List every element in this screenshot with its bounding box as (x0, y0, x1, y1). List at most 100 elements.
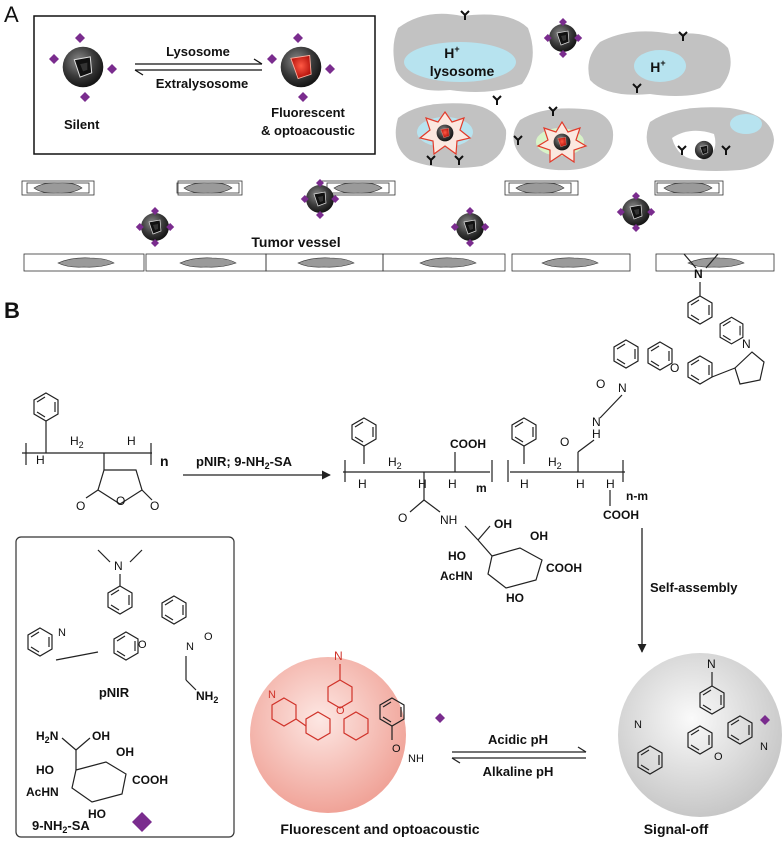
svg-text:H2: H2 (548, 455, 562, 471)
silent-label: Silent (64, 117, 100, 132)
svg-text:H: H (36, 453, 45, 467)
svg-text:H2N: H2N (36, 729, 58, 745)
svg-text:HO: HO (448, 549, 466, 563)
svg-text:H: H (448, 477, 457, 491)
svg-text:N: N (114, 559, 123, 573)
lysosome-label: lysosome (430, 63, 495, 79)
svg-text:O: O (714, 751, 723, 763)
svg-text:O: O (670, 361, 679, 375)
svg-text:O: O (204, 631, 213, 643)
polymer-n-label: n (160, 453, 169, 469)
sa-marker-icon (435, 713, 445, 723)
closed-form-molecule: N O N N (634, 657, 768, 775)
svg-text:O: O (560, 435, 569, 449)
vessel-wall-bottom (23, 253, 775, 272)
svg-text:AcHN: AcHN (26, 785, 59, 799)
svg-text:H: H (418, 477, 427, 491)
extralysosome-arrow-label: Extralysosome (156, 76, 249, 91)
receptor-icon (492, 95, 502, 106)
svg-text:AcHN: AcHN (440, 569, 473, 583)
fluorescent-sphere (250, 657, 406, 813)
product-polymer: H H2 H O NH H COOH m H H2 H O H N H COOH… (343, 394, 648, 527)
svg-text:OH: OH (530, 529, 548, 543)
svg-text:H: H (592, 427, 601, 441)
svg-text:COOH: COOH (450, 437, 486, 451)
tumor-cell-1: H+ lysosome (393, 13, 533, 92)
legend-sa-structure: H2N OH HO AcHN HO OH COOH (26, 729, 168, 821)
svg-text:COOH: COOH (132, 773, 168, 787)
tumor-cell-5 (646, 107, 774, 171)
svg-text:O: O (138, 639, 147, 651)
svg-text:COOH: COOH (546, 561, 582, 575)
proton-label-2: H+ (650, 58, 665, 75)
legend-diamond-icon (132, 812, 152, 832)
fluorescent-state-label: Fluorescent and optoacoustic (280, 821, 479, 837)
polymer-m-label: m (476, 481, 487, 495)
tumor-cell-2: H+ (588, 31, 731, 97)
svg-text:N: N (186, 641, 194, 653)
alkaline-label: Alkaline pH (483, 764, 554, 779)
vessel-wall-top (21, 180, 724, 196)
svg-text:O: O (150, 499, 159, 513)
legend-sa-label: 9-NH2-SA (32, 818, 90, 835)
svg-text:H: H (606, 477, 615, 491)
svg-text:NH: NH (408, 753, 424, 765)
svg-text:OH: OH (92, 729, 110, 743)
signal-off-label: Signal-off (644, 821, 709, 837)
svg-text:COOH: COOH (603, 508, 639, 522)
polymer-nm-label: n-m (626, 489, 648, 503)
svg-text:O: O (76, 499, 85, 513)
starting-polymer: H H2 H O O O n (22, 392, 169, 513)
svg-text:N: N (742, 337, 751, 351)
svg-text:N: N (268, 689, 276, 701)
svg-text:HO: HO (88, 807, 106, 821)
legend-box (15, 536, 235, 838)
svg-text:N: N (634, 719, 642, 731)
svg-text:NH2: NH2 (196, 689, 218, 705)
svg-text:N: N (707, 657, 716, 671)
tumor-cell-3 (395, 103, 507, 168)
svg-text:O: O (336, 705, 345, 717)
fluorescent-label-line1: Fluorescent (271, 105, 345, 120)
svg-text:H: H (576, 477, 585, 491)
acidic-label: Acidic pH (488, 732, 548, 747)
self-assembly-label: Self-assembly (650, 580, 738, 595)
proton-label-1: H+ (444, 44, 459, 61)
signal-off-sphere (618, 653, 782, 817)
svg-text:N: N (592, 415, 601, 429)
svg-text:O: O (596, 377, 605, 391)
tumor-vessel-label: Tumor vessel (251, 234, 340, 250)
sialic-acid-pendant: OH HO AcHN HO OH COOH (440, 517, 582, 605)
svg-text:OH: OH (494, 517, 512, 531)
svg-text:HO: HO (506, 591, 524, 605)
svg-text:NH: NH (440, 513, 457, 527)
fluorescent-label-line2: & optoacoustic (261, 123, 355, 138)
svg-text:H: H (520, 477, 529, 491)
svg-text:N: N (694, 267, 703, 281)
svg-text:N: N (760, 741, 768, 753)
svg-text:N: N (618, 381, 627, 395)
svg-text:HO: HO (36, 763, 54, 777)
svg-text:H2: H2 (70, 434, 84, 450)
tumor-cell-4 (513, 108, 614, 171)
open-form-molecule: N N O O NH (268, 649, 424, 765)
lysosome-arrow-label: Lysosome (166, 44, 230, 59)
svg-text:H2: H2 (388, 455, 402, 471)
free-nanoparticle (543, 18, 583, 58)
pnir-pendant: N O N O N (596, 253, 765, 395)
legend-pnir-label: pNIR (99, 685, 130, 700)
svg-text:O: O (392, 743, 401, 755)
svg-text:H: H (127, 434, 136, 448)
panel-a-letter: A (4, 2, 19, 27)
svg-text:H: H (358, 477, 367, 491)
svg-text:OH: OH (116, 745, 134, 759)
svg-text:N: N (334, 649, 343, 663)
legend-pnir-structure: N O N O N NH2 (27, 549, 218, 705)
reaction-conditions: pNIR; 9-NH2-SA (196, 454, 293, 471)
svg-text:O: O (116, 494, 125, 508)
svg-text:O: O (398, 511, 407, 525)
panel-b-letter: B (4, 298, 20, 323)
svg-text:N: N (58, 627, 66, 639)
